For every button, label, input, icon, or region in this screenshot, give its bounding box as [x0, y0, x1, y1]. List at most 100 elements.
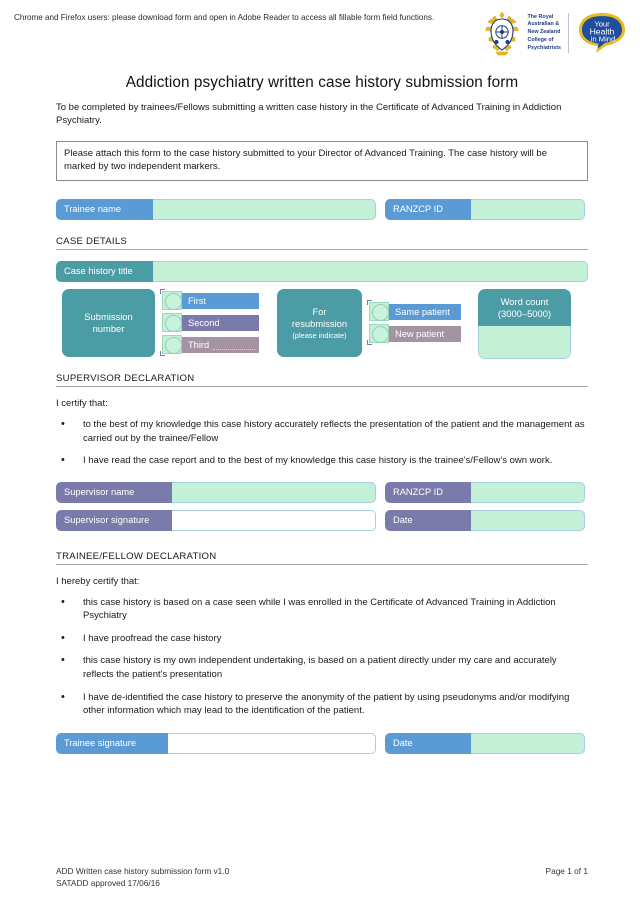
trainee-certify-text: I hereby certify that:	[56, 575, 140, 587]
case-history-title-input[interactable]	[153, 260, 588, 282]
browser-notice: Chrome and Firefox users: please downloa…	[14, 13, 435, 22]
submission-number-label-line1: Submission	[84, 311, 133, 323]
submission-number-block: Submission number	[62, 288, 155, 357]
checkbox-row-first[interactable]: First	[160, 289, 259, 311]
supervisor-signature-field: Supervisor signature	[56, 509, 376, 531]
page-title: Addiction psychiatry written case histor…	[125, 74, 519, 91]
trainee-date-label: Date	[385, 732, 471, 754]
checkbox-row-new-patient[interactable]: New patient	[367, 324, 461, 346]
trainee-name-label: Trainee name	[56, 198, 153, 220]
footer-page-number: Page 1 of 1	[545, 865, 588, 876]
page-footer: ADD Written case history submission form…	[56, 865, 588, 889]
selection-corner-icon	[160, 351, 165, 357]
ranzcp-id-input[interactable]	[471, 198, 585, 220]
trainee-date-field: Date	[385, 732, 585, 754]
resubmission-sublabel: (please indicate)	[292, 330, 347, 340]
trainee-name-field: Trainee name	[56, 198, 376, 220]
supervisor-signature-input[interactable]	[172, 509, 376, 531]
ranzcp-wordmark: The Royal Australian & New Zealand Colle…	[527, 14, 561, 52]
yhm-line-3: in Mind	[591, 35, 615, 44]
supervisor-ranzcp-id-field: RANZCP ID	[385, 481, 585, 503]
word-count-label-line2: (3000–5000)	[497, 307, 552, 319]
trainee-signature-input[interactable]	[168, 732, 376, 754]
trainee-date-input[interactable]	[471, 732, 585, 754]
ranzcp-logo: The Royal Australian & New Zealand Colle…	[482, 10, 561, 56]
selection-corner-icon	[160, 289, 165, 295]
intro-text: To be completed by trainees/Fellows subm…	[56, 102, 562, 127]
ranzcp-crest-icon	[486, 11, 519, 56]
submission-number-options: First Second Third	[160, 289, 259, 357]
supervisor-signature-label: Supervisor signature	[56, 509, 172, 531]
supervisor-date-input[interactable]	[471, 509, 585, 531]
supervisor-name-label: Supervisor name	[56, 481, 172, 503]
trainee-bullet-list: this case history is based on a case see…	[56, 595, 588, 718]
checkbox-second[interactable]	[162, 313, 182, 333]
case-history-title-label: Case history title	[56, 260, 153, 282]
selection-corner-icon	[367, 340, 372, 346]
trainee-name-input[interactable]	[153, 198, 376, 220]
crest-line-3: New Zealand	[527, 29, 561, 36]
case-history-title-field: Case history title	[56, 260, 588, 282]
resubmission-block: For resubmission (please indicate)	[277, 288, 362, 357]
word-count-label-line1: Word count	[500, 295, 549, 307]
form-content: Addiction psychiatry written case histor…	[0, 74, 640, 754]
supervisor-date-field: Date	[385, 509, 585, 531]
section-heading-case-details: CASE DETAILS	[56, 236, 588, 250]
ranzcp-id-label: RANZCP ID	[385, 198, 471, 220]
your-health-in-mind-logo: Your Health in Mind	[579, 13, 625, 53]
word-count-label: Word count (3000–5000)	[478, 288, 571, 327]
list-item: this case history is my own independent …	[56, 653, 588, 681]
list-item: this case history is based on a case see…	[56, 595, 588, 623]
resubmission-label-line2: resubmission	[291, 317, 348, 329]
case-title-row: Case history title	[56, 260, 588, 282]
list-item: to the best of my knowledge this case hi…	[56, 417, 588, 445]
yhm-line-1: Your	[594, 20, 610, 29]
crest-line-2: Australian &	[527, 21, 560, 28]
footer-doc-line-2: SATADD approved 17/06/16	[56, 877, 160, 888]
supervisor-name-input[interactable]	[172, 481, 376, 503]
section-heading-supervisor-declaration: SUPERVISOR DECLARATION	[56, 373, 588, 387]
submission-number-label-line2: number	[92, 322, 125, 334]
checkbox-label-new-patient: New patient	[383, 325, 461, 342]
logo-group: The Royal Australian & New Zealand Colle…	[482, 10, 628, 56]
list-item: I have read the case report and to the b…	[56, 453, 588, 468]
checkbox-label-second: Second	[176, 314, 259, 331]
checkbox-row-third[interactable]: Third	[160, 335, 259, 357]
crest-line-4: College of	[527, 36, 554, 43]
crest-line-1: The Royal	[527, 13, 554, 20]
dotted-underline	[213, 348, 255, 350]
word-count-input[interactable]	[478, 326, 571, 360]
checkbox-first[interactable]	[162, 291, 182, 311]
selection-corner-icon	[367, 300, 372, 306]
resubmission-label-line1: For	[312, 306, 327, 318]
trainee-signature-field: Trainee signature	[56, 732, 376, 754]
checkbox-row-same-patient[interactable]: Same patient	[367, 300, 461, 322]
yhm-line-2: Health	[590, 27, 615, 37]
footer-doc-line-1: ADD Written case history submission form…	[56, 865, 230, 876]
supervisor-bullet-list: to the best of my knowledge this case hi…	[56, 417, 588, 468]
crest-line-5: Psychiatrists	[527, 44, 561, 51]
trainee-signature-label: Trainee signature	[56, 732, 168, 754]
supervisor-certify-text: I certify that:	[56, 397, 108, 409]
attach-instruction-callout: Please attach this form to the case hist…	[56, 140, 588, 181]
checkbox-third[interactable]	[162, 335, 182, 355]
resubmission-options: Same patient New patient	[367, 289, 461, 357]
trainee-signature-row: Trainee signature Date	[56, 732, 588, 754]
checkbox-new-patient[interactable]	[369, 324, 389, 344]
supervisor-signature-row: Supervisor signature Date	[56, 509, 588, 531]
logo-divider	[568, 13, 569, 53]
footer-doc-info: ADD Written case history submission form…	[56, 865, 229, 889]
checkbox-row-second[interactable]: Second	[162, 313, 259, 333]
case-details-grid: Submission number First Second Third	[56, 288, 588, 360]
section-heading-trainee-declaration: TRAINEE/FELLOW DECLARATION	[56, 551, 588, 565]
checkbox-label-first: First	[176, 292, 259, 309]
checkbox-label-third: Third	[176, 336, 259, 353]
supervisor-ranzcp-id-input[interactable]	[471, 481, 585, 503]
supervisor-ranzcp-id-label: RANZCP ID	[385, 481, 471, 503]
list-item: I have proofread the case history	[56, 631, 588, 646]
checkbox-label-same-patient: Same patient	[383, 303, 461, 320]
checkbox-same-patient[interactable]	[369, 302, 389, 322]
list-item: I have de-identified the case history to…	[56, 690, 588, 718]
supervisor-name-row: Supervisor name RANZCP ID	[56, 481, 588, 503]
